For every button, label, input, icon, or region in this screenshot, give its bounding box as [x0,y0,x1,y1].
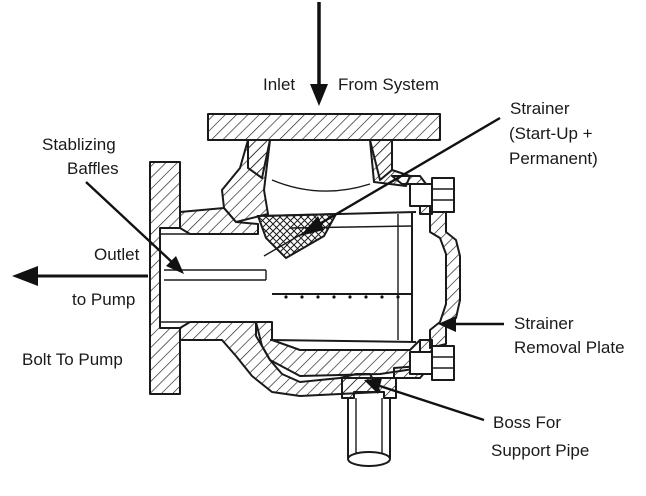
strainer-basket [256,211,417,343]
from-system-label: From System [338,75,439,94]
bolt-bottom [409,345,455,381]
to-pump-label: to Pump [72,290,135,309]
boss-label-2: Support Pipe [491,441,589,460]
support-pipe-boss [341,377,397,467]
baffles-label-1: Stablizing [42,135,116,154]
leader-baffles [85,181,184,274]
strainer-label-3: Permanent) [509,149,598,168]
removal-plate-label-1: Strainer [514,314,574,333]
leader-removal-plate [438,316,504,332]
inlet-neck-left [221,139,271,223]
bolt-to-pump-label: Bolt To Pump [22,350,123,369]
leader-strainer [300,116,501,236]
inlet-label: Inlet [263,75,295,94]
upper-body-wall [179,207,259,235]
diffuser-body [149,113,461,467]
strainer-label-1: Strainer [510,99,570,118]
baffles-label-2: Baffles [67,159,119,178]
boss-label-1: Boss For [493,413,561,432]
strainer-label-2: (Start-Up + [509,124,593,143]
bolt-top [409,177,455,213]
outlet-flow-arrow [12,266,148,286]
removal-plate-label-2: Removal Plate [514,338,625,357]
outlet-label: Outlet [94,245,140,264]
inlet-flow-arrow [310,2,328,106]
strainer-perforations [284,295,400,299]
removal-plate [429,205,461,349]
leader-boss [364,378,485,422]
outlet-flange [149,161,181,395]
